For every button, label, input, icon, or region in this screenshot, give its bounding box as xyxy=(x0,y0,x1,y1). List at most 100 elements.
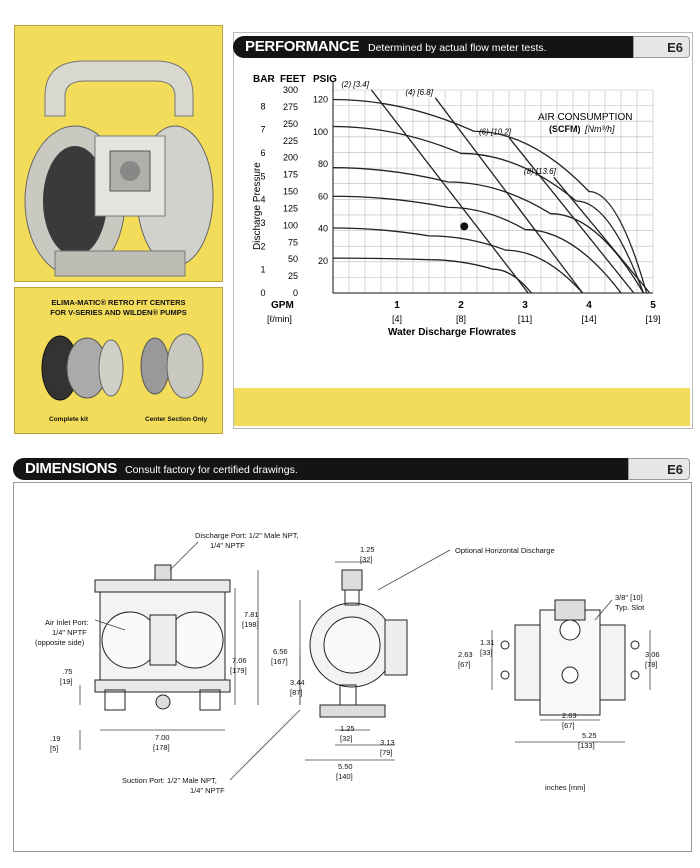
y-tick-bar: 3 xyxy=(260,218,265,228)
x-tick-gpm: 3 xyxy=(522,300,528,311)
y-tick-feet: 100 xyxy=(283,220,298,230)
dim-344-mm: [87] xyxy=(290,688,303,697)
operating-point-marker xyxy=(460,222,469,231)
pressure-curve-5 xyxy=(332,125,645,294)
y-tick-bar: 7 xyxy=(260,125,265,135)
kit-title-line1: ELIMA-MATIC® RETRO FIT CENTERS xyxy=(51,298,186,307)
x-tick-gpm: 4 xyxy=(586,300,592,311)
air-line-4 xyxy=(553,176,651,294)
label-optional-horizontal: Optional Horizontal Discharge xyxy=(455,546,555,555)
label-suction-port-line2: 1/4" NPTF xyxy=(190,786,225,795)
col-feet-label: FEET xyxy=(280,74,306,85)
dim-525-mm: [133] xyxy=(578,741,595,750)
dim-525: 5.25 xyxy=(582,731,597,740)
performance-chart: BAR FEET PSIG Discharge Pressure GPM [ℓ/… xyxy=(252,74,661,338)
y-tick-bar: 2 xyxy=(260,241,265,251)
dim-550-mm: [140] xyxy=(336,772,353,781)
dim-125-bottom: 1.25 xyxy=(340,724,355,733)
dim-706-mm: [179] xyxy=(230,666,247,675)
dim-313: 3.13 xyxy=(380,738,395,747)
dim-344: 3.44 xyxy=(290,678,305,687)
dim-125-top: 1.25 xyxy=(360,545,375,554)
dim-131: 1.31 xyxy=(480,638,495,647)
label-slot-line1: 3/8" [10] xyxy=(615,593,643,602)
dim-781-mm: [198] xyxy=(242,620,259,629)
x-unit-gpm: GPM xyxy=(271,300,294,311)
dim-075: .75 xyxy=(62,667,73,676)
air-line-label-3: (6) [10.2] xyxy=(479,128,512,137)
x-unit-lmin: [ℓ/min] xyxy=(267,314,292,324)
air-consumption-title: AIR CONSUMPTION xyxy=(538,112,632,123)
dim-131-mm: [33] xyxy=(480,648,493,657)
label-units: inches [mm] xyxy=(545,783,586,792)
dimension-lines xyxy=(79,541,651,781)
y-tick-psig: 60 xyxy=(318,191,328,201)
col-bar-label: BAR xyxy=(253,74,275,85)
performance-banner: PERFORMANCE Determined by actual flow me… xyxy=(233,36,633,58)
dim-313-mm: [79] xyxy=(380,748,393,757)
y-tick-feet: 25 xyxy=(288,271,298,281)
kit-title-line2: FOR V-SERIES AND WILDEN® PUMPS xyxy=(50,308,187,317)
y-tick-psig: 100 xyxy=(313,127,328,137)
y-tick-feet: 125 xyxy=(283,203,298,213)
y-tick-feet: 200 xyxy=(283,153,298,163)
dim-075-mm: [19] xyxy=(60,677,73,686)
y-tick-bar: 5 xyxy=(260,171,265,181)
air-line-1 xyxy=(370,89,529,294)
performance-footer-band xyxy=(234,388,690,426)
x-tick-lmin: [4] xyxy=(392,314,402,324)
pump-cutaway-photo xyxy=(14,25,223,282)
air-line-3 xyxy=(508,137,635,294)
label-air-inlet-line3: (opposite side) xyxy=(35,638,85,647)
dim-306-mm: [78] xyxy=(645,660,658,669)
dimensions-title: DIMENSIONS xyxy=(25,460,118,477)
dim-125-top-mm: [32] xyxy=(360,555,373,564)
pressure-curve-6 xyxy=(332,98,648,294)
performance-title: PERFORMANCE xyxy=(245,38,360,55)
air-unit-scfm: (SCFM) xyxy=(549,124,581,134)
air-unit-nm3h: [Nm³/h] xyxy=(584,124,615,134)
dim-019-mm: [5] xyxy=(50,744,59,753)
x-tick-lmin: [11] xyxy=(518,314,532,324)
x-tick-lmin: [19] xyxy=(645,314,660,324)
y-tick-psig: 40 xyxy=(318,224,328,234)
dimension-drawings xyxy=(79,541,651,781)
pressure-curve-4 xyxy=(332,167,644,294)
x-tick-lmin: [8] xyxy=(456,314,466,324)
dim-263-left-mm: [67] xyxy=(458,660,471,669)
dim-700-mm: [178] xyxy=(153,743,170,752)
retrofit-kit-panel: ELIMA-MATIC® RETRO FIT CENTERS FOR V-SER… xyxy=(14,287,223,434)
y-tick-feet: 250 xyxy=(283,119,298,129)
air-line-2 xyxy=(434,97,584,294)
y-tick-feet: 225 xyxy=(283,136,298,146)
x-tick-gpm: 1 xyxy=(394,300,400,311)
y-tick-feet: 150 xyxy=(283,187,298,197)
dimensions-banner: DIMENSIONS Consult factory for certified… xyxy=(13,458,628,480)
performance-page-tag: E6 xyxy=(633,36,690,58)
air-line-label-1: (2) [3.4] xyxy=(341,80,369,89)
y-tick-feet: 300 xyxy=(283,85,298,95)
y-axis-title: Discharge Pressure xyxy=(252,162,263,250)
y-tick-psig: 20 xyxy=(318,256,328,266)
x-axis-title: Water Discharge Flowrates xyxy=(388,327,516,338)
base-view-drawing xyxy=(500,599,640,716)
air-line-label-4: (8) [13.6] xyxy=(524,167,557,176)
dim-019: .19 xyxy=(50,734,61,743)
dimensions-subtitle: Consult factory for certified drawings. xyxy=(125,464,298,476)
y-tick-feet: 75 xyxy=(288,237,298,247)
y-tick-bar: 0 xyxy=(260,288,265,298)
y-tick-feet: 50 xyxy=(288,254,298,264)
air-line-label-2: (4) [6.8] xyxy=(405,88,433,97)
y-tick-psig: 80 xyxy=(318,159,328,169)
dim-263-left: 2.63 xyxy=(458,650,473,659)
y-tick-bar: 6 xyxy=(260,148,265,158)
y-tick-feet: 275 xyxy=(283,102,298,112)
side-view-drawing xyxy=(309,569,408,718)
dim-550: 5.50 xyxy=(338,762,353,771)
kit-title: ELIMA-MATIC® RETRO FIT CENTERS FOR V-SER… xyxy=(15,298,222,318)
performance-subtitle: Determined by actual flow meter tests. xyxy=(368,42,547,54)
kit-illustration xyxy=(41,333,204,401)
x-tick-gpm: 5 xyxy=(650,300,656,311)
y-tick-psig: 120 xyxy=(313,95,328,105)
label-discharge-port-line2: 1/4" NPTF xyxy=(210,541,245,550)
